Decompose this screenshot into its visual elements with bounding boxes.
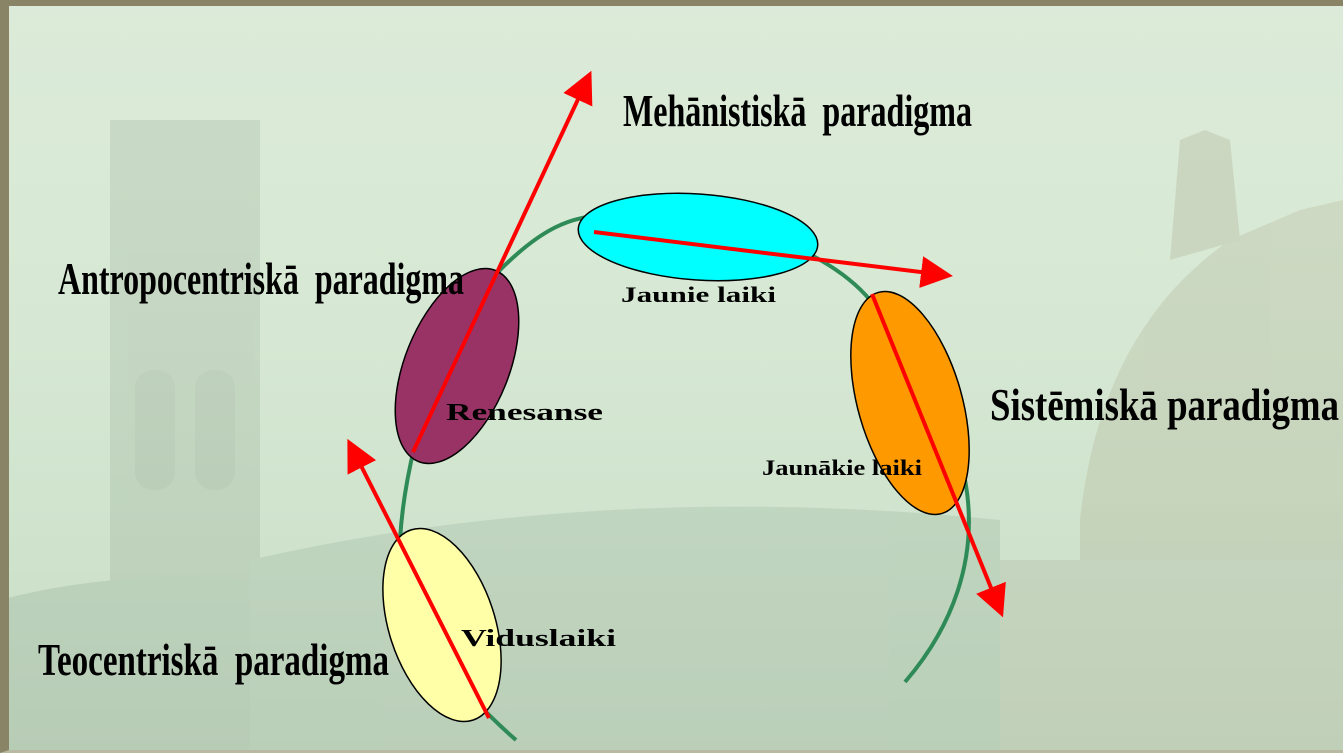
modern-times-label: Jaunie laiki [621,282,776,307]
anthropocentric-paradigm-label: Antropocentriskā paradigma [58,253,464,304]
systemic-paradigm-label: Sistēmiskā paradigma [990,379,1339,430]
middle-ages-label: Viduslaiki [461,626,616,652]
newest-times-label: Jaunākie laiki [762,455,922,480]
mechanistic-paradigm-label: Mehānistiskā paradigma [623,85,972,136]
theocentric-paradigm-label: Teocentriskā paradigma [38,634,389,685]
modern-times-ellipse [575,186,820,289]
renaissance-label: Renesanse [446,400,604,426]
